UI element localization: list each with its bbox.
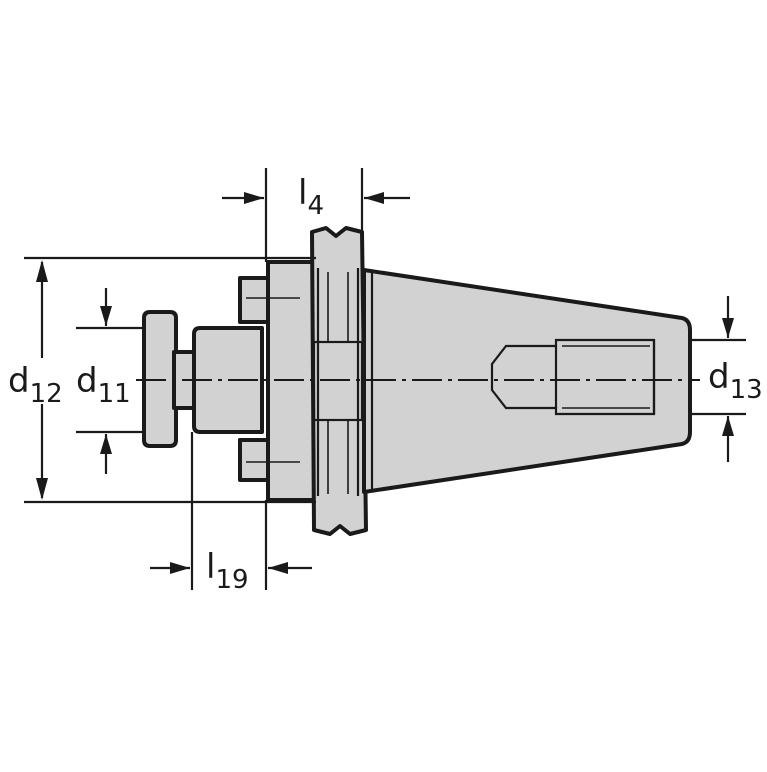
d13-arrow-bottom — [722, 416, 734, 436]
drive-slot-lower — [238, 438, 270, 482]
l4-arrow-left — [244, 192, 264, 204]
internal-details — [246, 268, 656, 496]
dimension-lines — [24, 168, 746, 590]
dimension-labels: d12 d11 d13 l4 l19 — [8, 173, 763, 595]
l19-arrow-left — [170, 562, 190, 574]
d12-label: d12 — [8, 361, 63, 409]
d11-arrow-top — [100, 306, 112, 326]
d11-label: d11 — [76, 361, 131, 409]
d13-arrow-top — [722, 318, 734, 338]
l4-arrow-right — [364, 192, 384, 204]
l19-label: l19 — [206, 547, 249, 595]
d12-arrow-bottom — [36, 478, 48, 500]
internal-bore — [490, 338, 656, 416]
d13-label: d13 — [708, 357, 763, 405]
l4-label: l4 — [298, 173, 324, 221]
d12-arrow-top — [36, 260, 48, 282]
l19-arrow-right — [268, 562, 288, 574]
drive-slot-upper — [238, 276, 270, 324]
d11-arrow-bottom — [100, 434, 112, 454]
